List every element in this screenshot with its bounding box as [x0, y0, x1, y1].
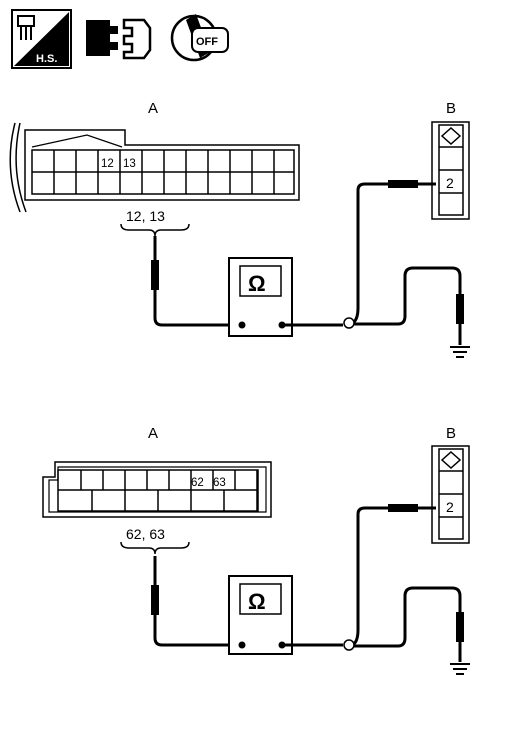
pin-13-label: 13	[123, 158, 136, 170]
harness-sensor-label: H.S.	[36, 53, 57, 65]
connector-b-label-lower: B	[446, 425, 456, 442]
probe-lead-a-upper	[151, 236, 242, 327]
probe-a-pins-label-upper: 12, 13	[126, 208, 165, 224]
harness-sensor-icon: H.S.	[11, 9, 72, 69]
pin-2-label-upper: 2	[446, 175, 454, 191]
connector-b-upper: 2	[431, 121, 470, 220]
connector-a-label-upper: A	[148, 100, 158, 117]
pin-bracket-lower	[120, 541, 190, 555]
connector-a-label-lower: A	[148, 425, 158, 442]
ohm-symbol-lower: Ω	[248, 589, 266, 614]
ohmmeter-upper: Ω	[228, 257, 293, 337]
pin-2-label-lower: 2	[446, 499, 454, 515]
pin-12-label: 12	[101, 158, 114, 170]
pin-62-label: 62	[191, 477, 204, 489]
ohmmeter-lower: Ω	[228, 575, 293, 655]
ignition-key-off-icon: OFF	[170, 14, 229, 62]
connector-disconnect-icon	[86, 18, 152, 60]
connector-b-lower: 2	[431, 445, 470, 544]
pin-63-label: 63	[213, 477, 226, 489]
ignition-off-label: OFF	[196, 36, 218, 48]
connector-b-label-upper: B	[446, 100, 456, 117]
ground-symbol-lower	[450, 663, 470, 675]
probe-lead-b-lower	[282, 504, 464, 662]
probe-a-pins-label-lower: 62, 63	[126, 526, 165, 542]
ground-symbol-upper	[450, 346, 470, 358]
ohm-symbol-upper: Ω	[248, 271, 266, 296]
connector-a-upper: 12 13	[9, 122, 300, 213]
probe-lead-a-lower	[151, 556, 242, 647]
pin-bracket-upper	[120, 223, 190, 237]
probe-lead-b-upper	[282, 180, 464, 345]
connector-a-lower: 62 63	[42, 461, 272, 518]
